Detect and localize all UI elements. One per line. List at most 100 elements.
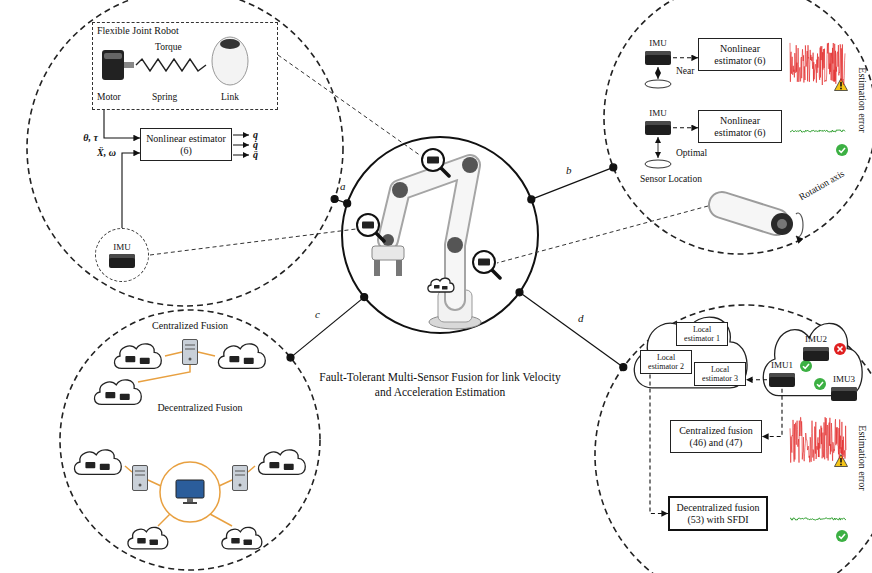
output-arrow xyxy=(233,135,249,136)
connector-arrow xyxy=(746,379,767,380)
imu-chip xyxy=(645,121,671,135)
cable xyxy=(165,352,182,356)
label-text: Estimation error xyxy=(856,425,868,490)
leader-lines xyxy=(150,55,708,263)
connector-arrow xyxy=(650,374,668,513)
motor-shaft xyxy=(124,62,134,68)
edge-label: θ, τ xyxy=(82,132,99,144)
label-text: Near xyxy=(676,66,694,77)
robot-joint xyxy=(462,157,478,173)
output-arrow xyxy=(233,145,249,146)
node-text: Centralized fusion (46) and (47) xyxy=(674,425,758,448)
label-text: b xyxy=(566,164,572,177)
connector-arrow xyxy=(762,389,782,437)
fusion-topologies xyxy=(74,340,305,549)
distance-arrow xyxy=(658,137,659,158)
magnifier xyxy=(422,149,449,176)
link-symbol xyxy=(220,39,240,49)
fusion-box: Decentralized fusion (53) with SFDI xyxy=(668,496,768,531)
label-text: q̇ xyxy=(253,140,258,150)
leader-line xyxy=(150,229,356,255)
imu-sensor: IMU xyxy=(640,38,676,65)
link-dot xyxy=(516,289,523,296)
cable xyxy=(248,466,255,472)
magnifier xyxy=(473,251,500,278)
link-dot xyxy=(528,196,535,203)
joint-disc xyxy=(777,219,787,229)
check-icon xyxy=(800,360,812,372)
link-dot xyxy=(287,354,294,361)
server-icon xyxy=(183,340,198,365)
robot-joint xyxy=(447,237,463,253)
fault-icon xyxy=(834,343,846,355)
label-text: Estimation error xyxy=(856,67,868,132)
node-text: Local estimator 3 xyxy=(697,365,743,383)
imu-sensor: IMU1 xyxy=(764,360,800,387)
node-text: Nonlinear estimator (6) xyxy=(144,133,228,156)
motor-symbol xyxy=(102,50,124,80)
node-text: IMU xyxy=(640,38,676,49)
label-text: Motor xyxy=(97,92,121,103)
robot-joint xyxy=(392,182,408,198)
node-text: Local estimator 1 xyxy=(679,325,725,343)
motor-symbol xyxy=(104,53,122,59)
estimator-box: Nonlinear estimator (6) xyxy=(698,110,782,143)
imu-chip xyxy=(109,254,135,268)
robot-link xyxy=(388,165,470,300)
edge-label: Ẍ, ω xyxy=(96,147,117,159)
panel-link xyxy=(520,292,624,367)
label-text: Rotation axis xyxy=(797,168,846,203)
check-icon xyxy=(836,144,848,156)
imu-sensor: IMU3 xyxy=(826,374,862,401)
label-text: c xyxy=(315,308,320,321)
sensor-cloud xyxy=(218,344,265,369)
error-signal-flat xyxy=(790,130,845,132)
label-text: Centralized Fusion xyxy=(152,320,228,332)
sensor-cloud xyxy=(258,450,305,475)
error-plots xyxy=(790,43,846,520)
imu-chip xyxy=(769,373,795,387)
panel-link xyxy=(531,167,613,199)
label-text: q xyxy=(253,130,258,140)
node-text: Nonlinear estimator (6) xyxy=(702,43,778,66)
rotation-arrow xyxy=(796,213,803,237)
cable xyxy=(219,480,232,486)
sensor-cloud xyxy=(74,450,121,475)
node-text: IMU2 xyxy=(798,334,834,345)
estimator-box: Nonlinear estimator (6) xyxy=(140,128,232,161)
distance-arrow xyxy=(658,67,659,79)
spring-symbol xyxy=(136,59,206,71)
robot-link xyxy=(388,165,470,300)
label-text: a xyxy=(340,180,346,193)
panel-circle xyxy=(60,310,320,570)
sensor-location-figure xyxy=(645,67,848,237)
robot-finger xyxy=(374,260,380,276)
imu-chip xyxy=(831,387,857,401)
leader-line xyxy=(497,206,708,263)
panel-outlines xyxy=(27,0,872,573)
panel-links xyxy=(287,164,627,371)
cable xyxy=(210,514,232,526)
node-text: Flexible Joint Robot xyxy=(97,25,273,37)
center-circle xyxy=(342,137,538,333)
panel-circle xyxy=(604,0,872,254)
joint-disc xyxy=(771,213,793,235)
fault-tolerant-figure xyxy=(634,317,862,542)
link-dot xyxy=(344,200,351,207)
cable xyxy=(125,466,132,472)
sensor-cloud xyxy=(128,527,168,549)
link-dot xyxy=(361,294,368,301)
link-dot xyxy=(331,196,338,203)
connector-arrow xyxy=(673,57,698,58)
check-icon xyxy=(836,530,848,542)
error-signal-flat xyxy=(790,518,846,520)
panel-link xyxy=(291,297,365,358)
connector-arrow xyxy=(673,127,698,128)
node-text: IMU3 xyxy=(826,374,862,385)
label-text: Decentralized Fusion xyxy=(157,402,242,414)
check-icon xyxy=(814,378,826,390)
link-symbol xyxy=(212,37,248,85)
node-text: IMU xyxy=(113,242,131,253)
